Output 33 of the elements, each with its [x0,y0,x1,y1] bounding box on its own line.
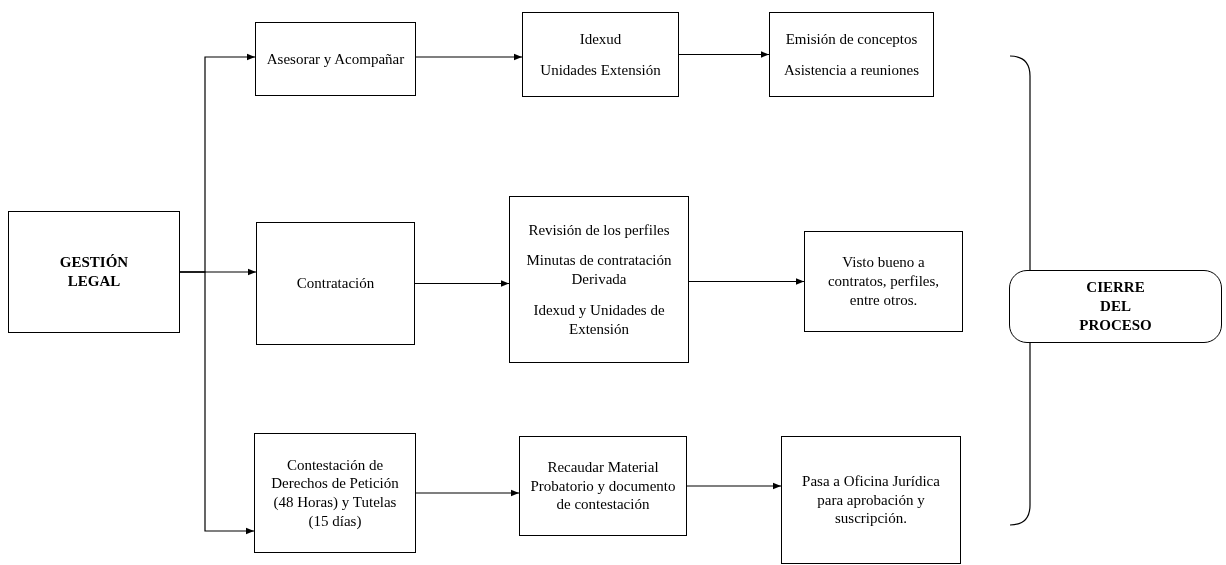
arrow [686,482,782,490]
process-box [254,433,416,553]
arrow [414,280,510,287]
process-box [255,22,416,96]
arrow [415,489,520,497]
box-text: Pasa a Oficina Jurídica para aprobación y suscripción. [801,471,941,529]
box-text: Idexud y Unidades de Extensión [532,300,666,339]
arrow [688,278,805,285]
box-text: Visto bueno a contratos, perfiles, entre otros. [826,253,941,310]
box-text: Asistencia a reuniones [784,60,919,80]
process-box [781,436,961,564]
arrow [179,271,255,535]
start-box [8,211,180,333]
arrow [678,51,770,58]
box-text: Contratación [296,274,375,293]
process-box [509,196,689,363]
process-box [769,12,934,97]
box-text: CIERRE DEL PROCESO [1078,278,1153,335]
arrow [415,53,523,61]
process-box [519,436,687,536]
box-text: Unidades Extensión [540,60,661,80]
box-text: GESTIÓN LEGAL [58,253,130,291]
box-text: Revisión de los perfiles [528,220,670,240]
end-box [1009,270,1222,343]
box-text: Minutas de contratación Derivada [525,251,673,289]
process-box [804,231,963,332]
process-box [522,12,679,97]
box-text: Contestación de Derechos de Petición (48 Horas) y Tutelas (15 días) [270,455,400,531]
box-text: Recaudar Material Probatorio y documento de contestación [529,457,677,515]
process-box [256,222,415,345]
box-text: Asesorar y Acompañar [266,49,405,69]
box-text: Idexud [579,29,622,49]
box-text: Emisión de conceptos [785,29,918,49]
